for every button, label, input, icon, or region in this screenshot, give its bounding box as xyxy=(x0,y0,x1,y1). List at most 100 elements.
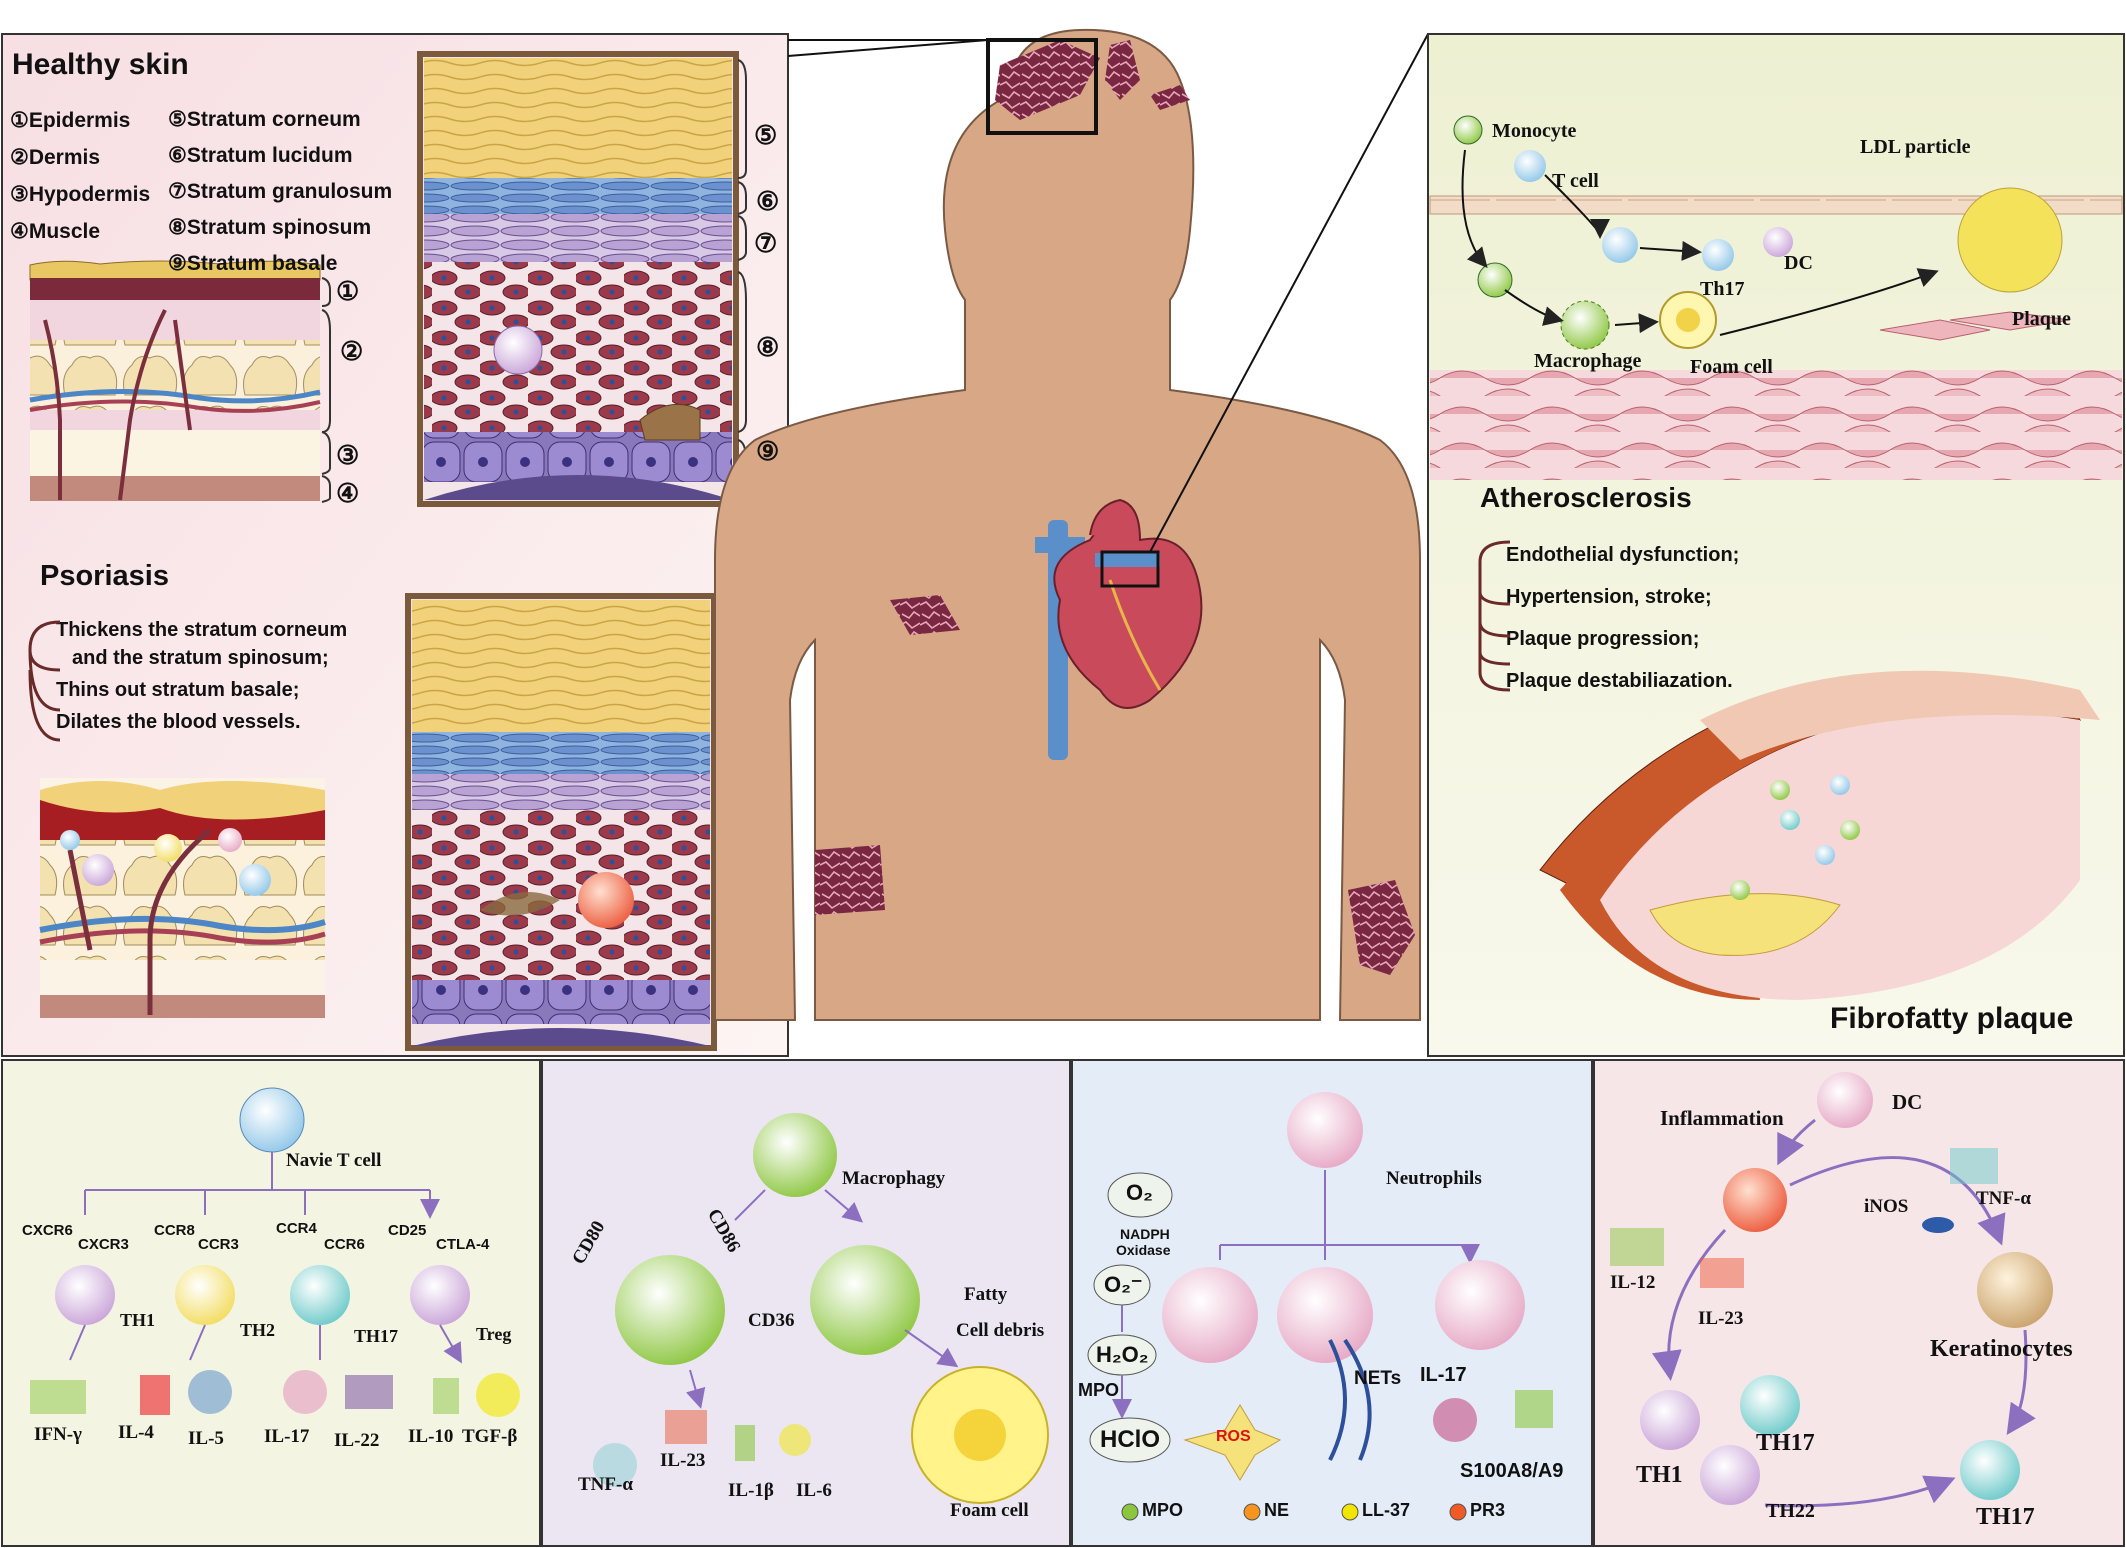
subset-label: Treg xyxy=(476,1324,512,1344)
athero-arrows xyxy=(1461,149,1939,336)
tnf-label: TNF-α xyxy=(1976,1188,2031,1209)
neutro-legend-item: NE xyxy=(1264,1500,1290,1520)
nets-label: NETs xyxy=(1354,1368,1402,1389)
receptor-label: CXCR6 xyxy=(22,1222,73,1239)
foam-cell-label: Foam cell xyxy=(1690,356,1773,378)
bullet: Dilates the blood vessels. xyxy=(56,711,301,733)
cytokine-label: IL-5 xyxy=(188,1428,224,1449)
psoriasis-epidermis-layers xyxy=(405,593,717,1051)
marker-3: ③ xyxy=(336,440,360,470)
subset-label: TH1 xyxy=(120,1310,156,1330)
legend-dot xyxy=(1243,1503,1261,1521)
marker-7: ⑦ xyxy=(754,228,778,258)
mpo-label: MPO xyxy=(1078,1380,1120,1400)
th1-label: TH1 xyxy=(1636,1462,1683,1488)
legend-item: ①Epidermis xyxy=(10,109,131,132)
cytokine-label: IL-4 xyxy=(118,1422,154,1443)
cytokine-label: TGF-β xyxy=(462,1426,518,1447)
ldl-label: LDL particle xyxy=(1860,136,1971,158)
dc-label: DC xyxy=(1784,252,1813,274)
cd36-label: CD36 xyxy=(748,1310,795,1331)
il12-label: IL-12 xyxy=(1610,1272,1656,1293)
cytokine-label: IFN-γ xyxy=(34,1424,82,1445)
receptor-label: CCR3 xyxy=(198,1236,239,1253)
tcell-label: T cell xyxy=(1552,170,1599,192)
subset-label: TH2 xyxy=(240,1320,276,1340)
bullet: and the stratum spinosum; xyxy=(72,647,329,669)
marker-5: ⑤ xyxy=(754,120,778,150)
cell-debris-label: Cell debris xyxy=(956,1320,1045,1341)
healthy-epidermis-layers xyxy=(417,51,739,507)
neutro-legend-item: MPO xyxy=(1142,1500,1184,1520)
nadph-label: NADPH xyxy=(1120,1226,1170,1242)
psoriasis-cross-section xyxy=(39,778,326,1018)
subset-label: TH17 xyxy=(354,1326,399,1346)
dc-label: DC xyxy=(1892,1090,1923,1114)
neutrophils-label: Neutrophils xyxy=(1386,1168,1482,1189)
monocyte-label: Monocyte xyxy=(1492,120,1577,142)
healthy-skin-title: Healthy skin xyxy=(12,48,189,81)
h2o2-label: H₂O₂ xyxy=(1096,1342,1149,1367)
keratinocytes-label: Keratinocytes xyxy=(1930,1336,2073,1362)
hclo-label: HClO xyxy=(1100,1426,1160,1453)
fatty-label: Fatty xyxy=(964,1284,1008,1305)
keratinocyte-diagram xyxy=(1610,1072,2053,1508)
marker-2: ② xyxy=(340,336,364,366)
heart-zoom-box xyxy=(1100,550,1160,588)
macrophagy-label: Macrophagy xyxy=(842,1168,946,1189)
bullet: Thickens the stratum corneum xyxy=(56,619,348,641)
marker-8: ⑧ xyxy=(756,332,780,362)
il23-label: IL-23 xyxy=(1698,1308,1744,1329)
healthy-legend-left: ①Epidermis ②Dermis ③Hypodermis ④Muscle xyxy=(10,102,150,250)
foam-cell-label: Foam cell xyxy=(950,1500,1029,1521)
naive-tcell-label: Navie T cell xyxy=(286,1150,382,1171)
legend-item: ⑤Stratum corneum xyxy=(168,108,361,131)
legend-dot xyxy=(1341,1503,1359,1521)
ros-label: ROS xyxy=(1216,1428,1251,1445)
legend-item: ⑨Stratum basale xyxy=(168,252,338,275)
receptor-label: CXCR3 xyxy=(78,1236,129,1253)
athero-bullets: Endothelial dysfunction; Hypertension, s… xyxy=(1506,534,1739,702)
receptor-label: CCR8 xyxy=(154,1222,195,1239)
healthy-legend-right: ⑤Stratum corneum ⑥Stratum lucidum ⑦Strat… xyxy=(168,102,392,282)
legend-item: ③Hypodermis xyxy=(10,183,151,206)
oxidase-label: Oxidase xyxy=(1116,1242,1171,1258)
bullet: Thins out stratum basale; xyxy=(56,679,300,701)
neutrophil-diagram xyxy=(1087,1092,1553,1481)
plaque-label: Plaque xyxy=(2012,308,2071,330)
o2-minus-label: O₂⁻ xyxy=(1104,1272,1143,1297)
th17-label: Th17 xyxy=(1700,278,1745,300)
receptor-label: CCR4 xyxy=(276,1220,317,1237)
th17-keratinocyte-label: TH17 xyxy=(1976,1504,2035,1530)
legend-dot xyxy=(1121,1503,1139,1521)
macrophage-label: Macrophage xyxy=(1534,350,1642,372)
psoriasis-title: Psoriasis xyxy=(40,560,169,592)
legend-dot xyxy=(1449,1503,1467,1521)
cytokine-label: IL-22 xyxy=(334,1430,380,1451)
vessel-wall xyxy=(1429,195,2123,480)
athero-cells xyxy=(1453,115,2063,350)
inos-label: iNOS xyxy=(1864,1196,1909,1217)
tcell-diagram xyxy=(30,1087,520,1417)
macrophage-diagram xyxy=(593,1113,1049,1504)
receptor-label: CCR6 xyxy=(324,1236,365,1253)
cytokine-label: IL-17 xyxy=(264,1426,310,1447)
il17-label: IL-17 xyxy=(1420,1364,1467,1386)
heart-icon xyxy=(1035,498,1203,760)
legend-item: ②Dermis xyxy=(10,146,101,169)
marker-6: ⑥ xyxy=(756,186,780,216)
o2-label: O₂ xyxy=(1126,1180,1153,1205)
fibrofatty-plaque-title: Fibrofatty plaque xyxy=(1830,1002,2074,1035)
legend-item: ⑥Stratum lucidum xyxy=(168,144,353,167)
cytokine-label: IL-1β xyxy=(728,1480,774,1501)
cytokine-label: TNF-α xyxy=(578,1474,633,1495)
receptor-label: CD25 xyxy=(388,1222,427,1239)
neutro-legend-item: LL-37 xyxy=(1362,1500,1411,1520)
s100-label: S100A8/A9 xyxy=(1460,1460,1564,1482)
cytokine-label: IL-10 xyxy=(408,1426,454,1447)
head-zoom-box xyxy=(986,38,1098,135)
cytokine-label: IL-23 xyxy=(660,1450,706,1471)
th17-label: TH17 xyxy=(1756,1430,1815,1456)
cytokine-label: IL-6 xyxy=(796,1480,832,1501)
